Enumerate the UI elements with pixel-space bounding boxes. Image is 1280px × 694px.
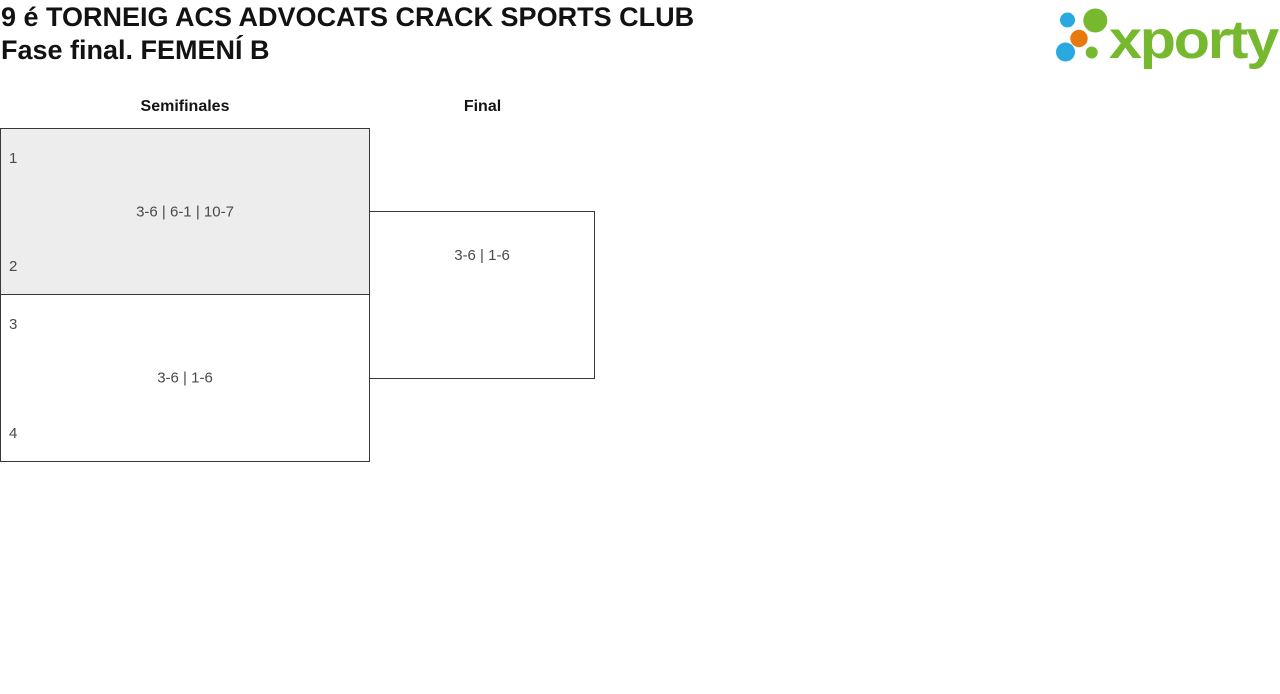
match-score: 3-6 | 6-1 | 10-7 (136, 203, 234, 220)
seed-label-top: 1 (9, 150, 18, 167)
seed-label-top: 3 (9, 316, 18, 333)
round-header-final: Final (463, 98, 502, 115)
logo-dot-orange (1070, 29, 1088, 48)
page-title: 9 é TORNEIG ACS ADVOCATS CRACK SPORTS CL… (1, 1, 694, 67)
match-score: 3-6 | 1-6 (157, 369, 213, 387)
phase-subtitle: Fase final. FEMENÍ B (1, 35, 270, 65)
seed-label-bottom: 2 (9, 258, 18, 275)
logo-dot-blue-small (1060, 12, 1075, 28)
round-header-semifinales: Semifinales (140, 98, 230, 115)
seed-label-bottom: 4 (9, 425, 18, 442)
logo-dot-blue-large (1056, 42, 1075, 62)
xporty-logo[interactable]: xporty (1045, 0, 1280, 75)
logo-dot-green-large (1083, 8, 1108, 33)
match-semifinal-2[interactable]: 3 3-6 | 1-6 4 (0, 294, 370, 462)
logo-dot-green-small (1085, 46, 1098, 59)
match-final[interactable]: 3-6 | 1-6 (369, 211, 595, 379)
match-score: 3-6 | 1-6 (454, 247, 510, 264)
match-semifinal-1[interactable]: 1 3-6 | 6-1 | 10-7 2 (0, 128, 370, 295)
tournament-title: 9 é TORNEIG ACS ADVOCATS CRACK SPORTS CL… (1, 2, 695, 32)
logo-wordmark: xporty (1109, 10, 1279, 70)
